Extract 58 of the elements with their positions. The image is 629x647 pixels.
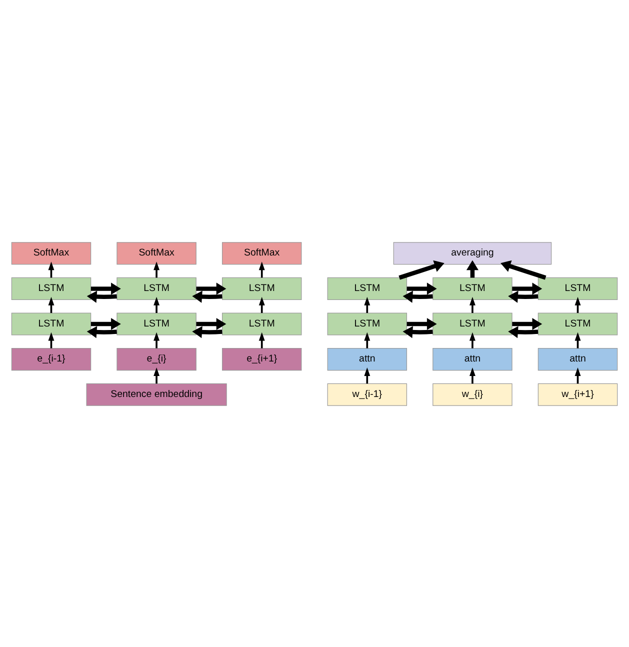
node-box: LSTM bbox=[327, 276, 408, 300]
arrow bbox=[364, 296, 370, 312]
node-box: LSTM bbox=[327, 312, 408, 335]
node-box: SoftMax bbox=[11, 242, 92, 264]
arrow bbox=[469, 332, 476, 348]
arrow bbox=[258, 296, 265, 312]
node-box: LSTM bbox=[116, 312, 196, 335]
arrow bbox=[364, 367, 370, 384]
node-box: averaging bbox=[393, 242, 552, 264]
arrow bbox=[466, 260, 478, 278]
arrow bbox=[398, 260, 444, 280]
arrow bbox=[90, 282, 121, 294]
node-box: w_{i+1} bbox=[538, 382, 618, 406]
arrow bbox=[154, 332, 160, 348]
arrow bbox=[402, 290, 433, 302]
arrow bbox=[406, 282, 437, 294]
node-box: attn bbox=[432, 348, 512, 370]
arrow bbox=[406, 317, 437, 330]
arrow bbox=[258, 332, 265, 348]
node-box: LSTM bbox=[222, 312, 302, 335]
node-box: SoftMax bbox=[222, 242, 302, 264]
node-box: LSTM bbox=[538, 276, 618, 300]
node-box: SoftMax bbox=[116, 242, 196, 264]
node-box: LSTM bbox=[432, 276, 512, 300]
arrow bbox=[469, 296, 476, 312]
arrow bbox=[402, 326, 433, 338]
node-box: attn bbox=[538, 348, 618, 370]
arrow bbox=[508, 326, 538, 338]
arrow bbox=[364, 332, 370, 348]
node-box: attn bbox=[327, 348, 408, 370]
arrow bbox=[90, 317, 121, 330]
node-box: LSTM bbox=[11, 312, 92, 335]
node-box: LSTM bbox=[222, 276, 302, 300]
node-box: LSTM bbox=[116, 276, 196, 300]
node-box: LSTM bbox=[538, 312, 618, 335]
node-box: Sentence embedding bbox=[86, 382, 227, 406]
node-box: e_{i-1} bbox=[11, 348, 92, 370]
node-box: w_{i} bbox=[432, 382, 512, 406]
arrow bbox=[512, 282, 542, 294]
arrow bbox=[192, 290, 222, 302]
arrow bbox=[508, 290, 538, 302]
arrow bbox=[192, 326, 222, 338]
node-box: e_{i+1} bbox=[222, 348, 302, 370]
arrow bbox=[154, 261, 160, 278]
arrow bbox=[86, 326, 117, 338]
arrow bbox=[500, 260, 546, 280]
arrow bbox=[258, 261, 265, 278]
node-box: e_{i} bbox=[116, 348, 196, 370]
arrow bbox=[196, 282, 226, 294]
node-box: w_{i-1} bbox=[327, 382, 408, 406]
arrow bbox=[154, 367, 160, 384]
arrow bbox=[512, 317, 542, 330]
arrow bbox=[469, 367, 476, 384]
arrow bbox=[154, 296, 160, 312]
node-box: LSTM bbox=[11, 276, 92, 300]
arrow bbox=[196, 317, 226, 330]
node-box: LSTM bbox=[432, 312, 512, 335]
arrow bbox=[86, 290, 117, 302]
